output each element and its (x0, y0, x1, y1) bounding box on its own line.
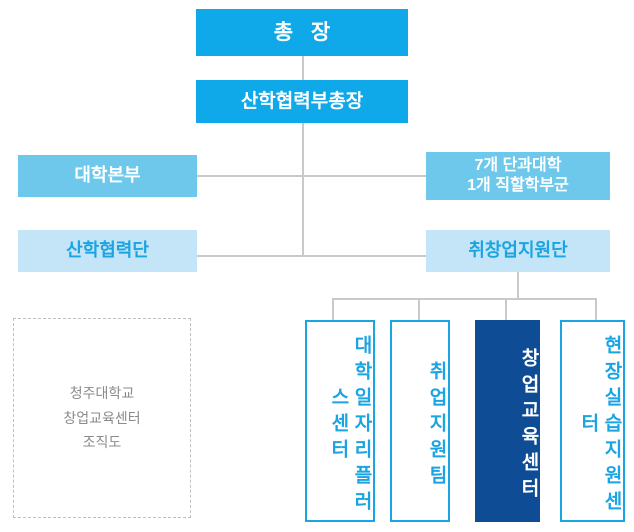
caption-line-3: 조직도 (82, 434, 122, 451)
node-career-startup-support-group[interactable]: 취창업지원단 (426, 230, 610, 272)
node-vice-president[interactable]: 산학협력부총장 (196, 80, 408, 123)
node-colleges[interactable]: 7개 단과대학 1개 직할학부군 (426, 152, 610, 200)
caption-line-2: 창업교육센터 (63, 409, 141, 426)
connector-leaf-drop-4 (595, 298, 597, 320)
connector-leaf-drop-3 (505, 298, 507, 320)
chart-caption: 청주대학교 창업교육센터 조직도 (13, 318, 191, 518)
connector-leaf-bus (332, 298, 597, 300)
node-university-headquarters[interactable]: 대학본부 (18, 155, 197, 197)
node-university-job-plus-center[interactable]: 대학일자리플러스센터 (305, 320, 375, 522)
connector-bus-row-one (197, 175, 426, 177)
node-employment-support-team[interactable]: 취업지원팀 (390, 320, 450, 522)
node-field-training-support-center[interactable]: 현장실습지원센터 (560, 320, 625, 522)
node-colleges-line-2: 1개 직할학부군 (467, 177, 569, 194)
node-president[interactable]: 총 장 (196, 9, 408, 56)
node-colleges-line-1: 7개 단과대학 (474, 157, 562, 175)
connector-leaf-drop-1 (332, 298, 334, 320)
caption-line-1: 청주대학교 (69, 385, 135, 402)
node-industry-cooperation-foundation[interactable]: 산학협력단 (18, 230, 197, 272)
connector-trunk-vertical (302, 123, 304, 256)
connector-career-startup-drop (517, 272, 519, 299)
connector-bus-row-two (197, 255, 426, 257)
connector-president-to-vice (302, 56, 304, 80)
connector-leaf-drop-2 (418, 298, 420, 320)
node-startup-education-center[interactable]: 창업교육센터 (475, 320, 540, 522)
